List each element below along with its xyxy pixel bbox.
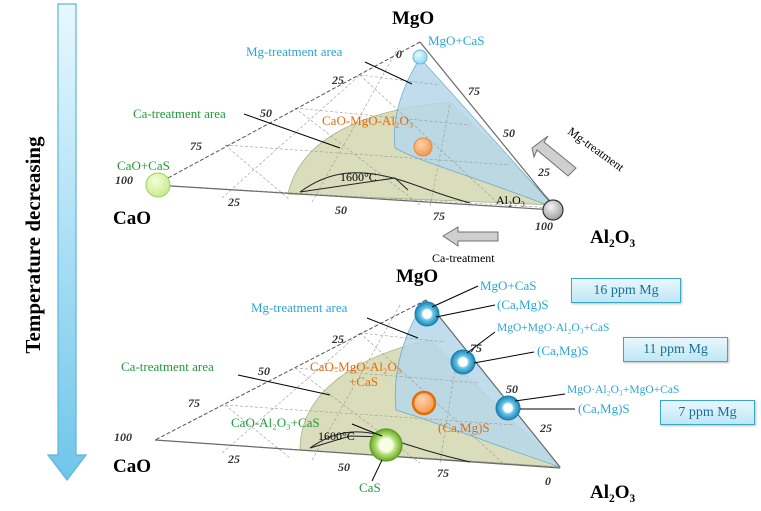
bottom-vertex-al2o3: Al₂O₃ bbox=[590, 482, 635, 503]
top-label-ca-area: Ca-treatment area bbox=[133, 106, 226, 121]
top-point-mgo-cas bbox=[412, 49, 428, 65]
temperature-arrow bbox=[46, 3, 88, 481]
tick-bottom-left-50: 50 bbox=[258, 364, 270, 378]
top-label-cao-mgo-al2o3: CaO-MgO-Al₂O₃ bbox=[322, 113, 413, 128]
tick-bottom-bottom-50: 50 bbox=[338, 460, 350, 474]
tick-top-left-100: 100 bbox=[115, 173, 133, 187]
bottom-label-orange-sulfide: (Ca,Mg)S bbox=[438, 420, 490, 435]
top-tick-labels: 0 25 50 75 100 75 50 25 25 50 75 100 bbox=[115, 47, 553, 233]
tick-bottom-right-50: 50 bbox=[506, 382, 518, 396]
box-7-ppm-mg: 7 ppm Mg bbox=[660, 400, 755, 425]
bottom-label-orange-1: CaO-MgO-Al₂O₃ bbox=[310, 359, 401, 374]
ca-treatment-arrow-label: Ca-treatment bbox=[432, 251, 495, 265]
tick-top-left-50: 50 bbox=[260, 106, 272, 120]
top-label-mg-area: Mg-treatment area bbox=[246, 44, 343, 59]
bottom-label-green: CaO-Al₂O₃+CaS bbox=[231, 415, 320, 430]
tick-top-left-75: 75 bbox=[190, 139, 202, 153]
top-point-cao-mgo-al2o3 bbox=[413, 137, 433, 157]
tick-bottom-right-25: 25 bbox=[539, 421, 552, 435]
tick-top-bottom-75: 75 bbox=[433, 209, 445, 223]
bottom-tick-labels: 25 50 75 100 75 50 25 25 50 75 0 bbox=[114, 332, 552, 488]
bottom-label-p1-sulfide: (Ca,Mg)S bbox=[497, 297, 549, 312]
top-label-cao-cas: CaO+CaS bbox=[117, 158, 170, 173]
top-point-al2o3 bbox=[542, 199, 564, 221]
bottom-label-orange-2: +CaS bbox=[349, 374, 378, 389]
top-vertex-al2o3: Al₂O₃ bbox=[590, 227, 635, 248]
ca-treatment-arrow: Ca-treatment bbox=[432, 226, 499, 265]
top-label-isotherm: 1600°C bbox=[340, 170, 377, 184]
bottom-label-p3-sulfide: (Ca,Mg)S bbox=[578, 401, 630, 416]
tick-bottom-left-75: 75 bbox=[188, 396, 200, 410]
bottom-vertex-cao: CaO bbox=[113, 456, 151, 477]
bottom-label-p2: MgO+MgO·Al₂O₃+CaS bbox=[497, 322, 609, 334]
bottom-mg-treatment-region bbox=[394, 299, 562, 468]
bottom-label-p1: MgO+CaS bbox=[480, 278, 536, 293]
tick-bottom-bottom-0: 0 bbox=[545, 474, 551, 488]
tick-bottom-bottom-25: 25 bbox=[227, 452, 240, 466]
tick-top-left-25: 25 bbox=[331, 73, 344, 87]
top-label-al2o3-point: Al₂O₃ bbox=[496, 193, 525, 207]
bottom-label-cas: CaS bbox=[359, 480, 381, 495]
tick-top-bottom-100: 100 bbox=[535, 219, 553, 233]
tick-top-bottom-50: 50 bbox=[335, 203, 347, 217]
tick-top-right-25: 25 bbox=[537, 165, 550, 179]
top-vertex-cao: CaO bbox=[113, 208, 151, 229]
top-label-mgo-cas: MgO+CaS bbox=[428, 33, 484, 48]
box-16-ppm-mg: 16 ppm Mg bbox=[571, 278, 681, 303]
tick-top-mgo-0: 0 bbox=[396, 47, 402, 61]
top-mg-treatment-region bbox=[394, 57, 556, 209]
bottom-point-7ppm bbox=[495, 395, 521, 421]
box-11-ppm-mg: 11 ppm Mg bbox=[623, 337, 728, 362]
tick-bottom-left-100: 100 bbox=[114, 430, 132, 444]
tick-bottom-bottom-75: 75 bbox=[437, 466, 449, 480]
bottom-label-isotherm: 1600°C bbox=[318, 429, 355, 443]
bottom-point-cas bbox=[369, 428, 403, 462]
bottom-vertex-mgo: MgO bbox=[396, 266, 438, 287]
temperature-decreasing-label: Temperature decreasing bbox=[21, 136, 45, 354]
bottom-point-11ppm bbox=[450, 349, 476, 375]
top-ternary-diagram bbox=[154, 41, 557, 211]
tick-bottom-left-25: 25 bbox=[331, 332, 344, 346]
top-point-cao-cas bbox=[145, 172, 171, 198]
bottom-point-16ppm bbox=[414, 301, 440, 327]
bottom-label-p3: MgO·Al₂O₃+MgO+CaS bbox=[567, 384, 679, 396]
tick-top-right-50: 50 bbox=[503, 126, 515, 140]
bottom-label-ca-area: Ca-treatment area bbox=[121, 359, 214, 374]
bottom-label-mg-area: Mg-treatment area bbox=[251, 300, 348, 315]
bottom-label-p2-sulfide: (Ca,Mg)S bbox=[537, 343, 589, 358]
bottom-point-orange bbox=[411, 390, 437, 416]
tick-top-right-75: 75 bbox=[468, 84, 480, 98]
tick-top-bottom-25: 25 bbox=[227, 195, 240, 209]
top-vertex-mgo: MgO bbox=[392, 8, 434, 29]
